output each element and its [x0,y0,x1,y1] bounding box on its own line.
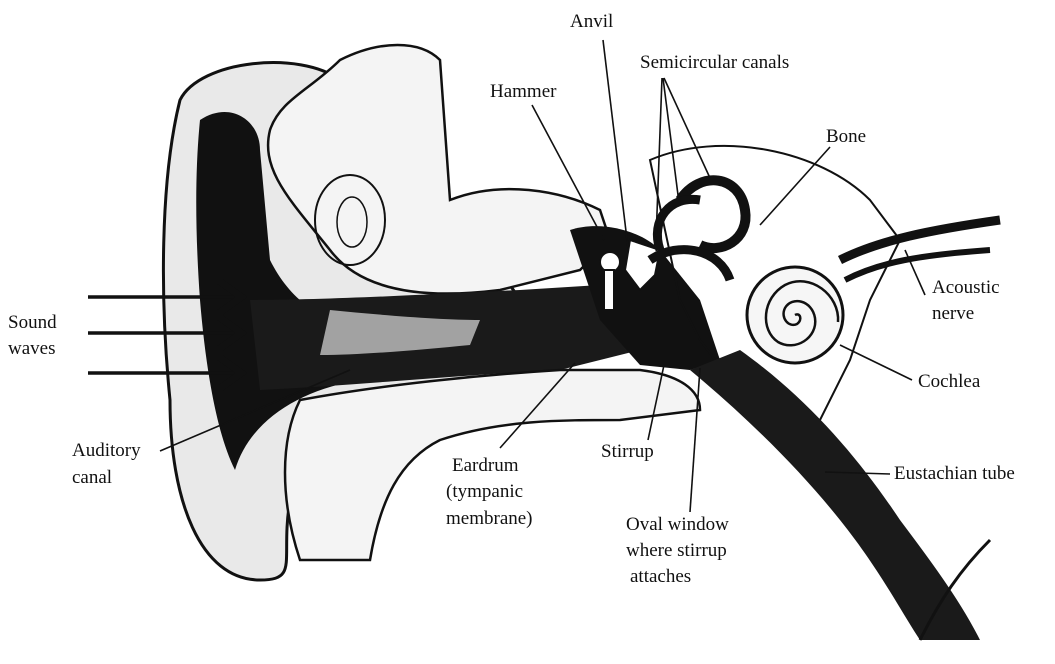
leader-semicircular-2 [663,78,678,195]
label-cochlea: Cochlea [918,371,981,392]
label-eardrum: Eardrum [452,455,519,476]
acoustic-nerve-2 [845,250,990,280]
label-waves: waves [8,338,55,359]
label-eustachian: Eustachian tube [894,463,1015,484]
leader-bone [760,147,830,225]
eustachian-tube [690,350,980,640]
label-membrane: membrane) [446,508,533,529]
label-sound: Sound [8,312,57,333]
label-where-stirrup: where stirrup [626,540,727,561]
semicircular-canal-1 [680,180,746,248]
label-bone: Bone [826,126,866,147]
leader-anvil [603,40,628,248]
label-hammer: Hammer [490,81,557,102]
hammer-handle [604,270,614,310]
label-auditory: Auditory [72,440,141,461]
leader-semicircular-3 [664,78,710,178]
label-nerve: nerve [932,303,974,324]
label-oval-window: Oval window [626,514,729,535]
label-attaches: attaches [630,566,691,587]
label-anvil: Anvil [570,11,613,32]
label-canal: canal [72,467,112,488]
label-tympanic: (tympanic [446,481,523,502]
label-semicircular-canals: Semicircular canals [640,52,789,73]
label-acoustic: Acoustic [932,277,1000,298]
leader-cochlea [840,345,912,380]
label-stirrup: Stirrup [601,441,654,462]
